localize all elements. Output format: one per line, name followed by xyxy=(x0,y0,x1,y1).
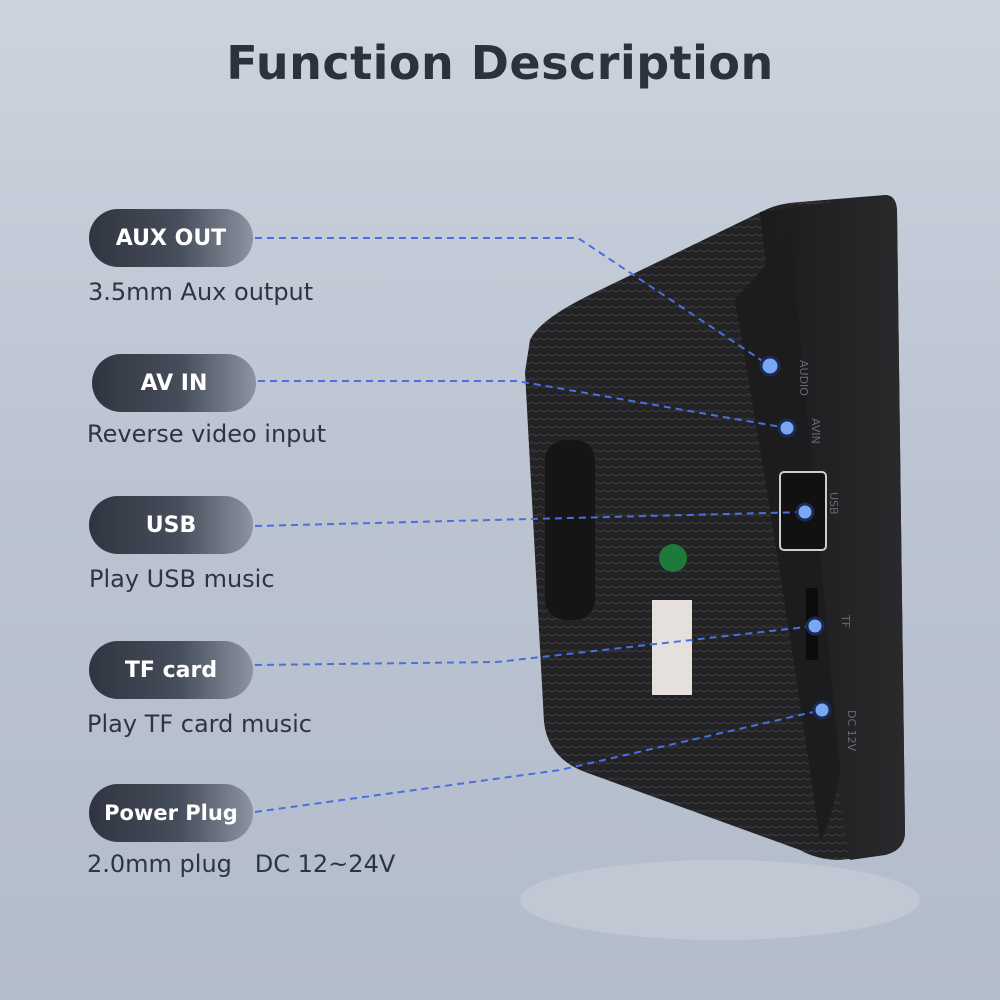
callout-desc-usb: Play USB music xyxy=(89,565,275,593)
avin-port-dot xyxy=(777,418,797,438)
audio-port-dot xyxy=(759,355,781,377)
callout-line-tf-card xyxy=(254,625,816,666)
port-label-tf: TF xyxy=(839,614,852,628)
callout-label: TF card xyxy=(124,657,218,683)
callout-line-usb xyxy=(254,511,806,527)
device-reflection xyxy=(520,860,920,940)
callout-desc-power-plug: 2.0mm plug DC 12~24V xyxy=(87,850,396,878)
port-label-audio: AUDIO xyxy=(797,360,810,396)
callout-pill-aux-out: AUX OUT xyxy=(89,209,253,267)
page-title: Function Description xyxy=(226,36,774,90)
usb-port-dot xyxy=(795,502,815,522)
callout-pill-power-plug: Power Plug xyxy=(89,784,253,842)
callout-label: USB xyxy=(145,512,197,538)
port-label-usb: USB xyxy=(827,492,840,515)
callout-pill-av-in: AV IN xyxy=(92,354,256,412)
dc-port-dot xyxy=(812,700,832,720)
callout-label: Power Plug xyxy=(104,801,238,825)
port-label-dc: DC 12V xyxy=(845,710,858,752)
callout-label: AUX OUT xyxy=(115,225,227,251)
callout-line-power xyxy=(254,709,823,813)
callout-desc-aux-out: 3.5mm Aux output xyxy=(88,278,314,306)
callout-pill-tf-card: TF card xyxy=(89,641,253,699)
port-label-avin: AVIN xyxy=(809,418,822,444)
callout-label: AV IN xyxy=(140,370,208,396)
sticker-green xyxy=(659,544,687,572)
sticker-label xyxy=(652,600,692,695)
vent-grille xyxy=(545,440,595,620)
tf-port-dot xyxy=(805,616,825,636)
callout-pill-usb: USB xyxy=(89,496,253,554)
callout-desc-av-in: Reverse video input xyxy=(87,420,327,448)
callout-line-av-in xyxy=(258,380,788,429)
callout-desc-tf-card: Play TF card music xyxy=(87,710,312,738)
